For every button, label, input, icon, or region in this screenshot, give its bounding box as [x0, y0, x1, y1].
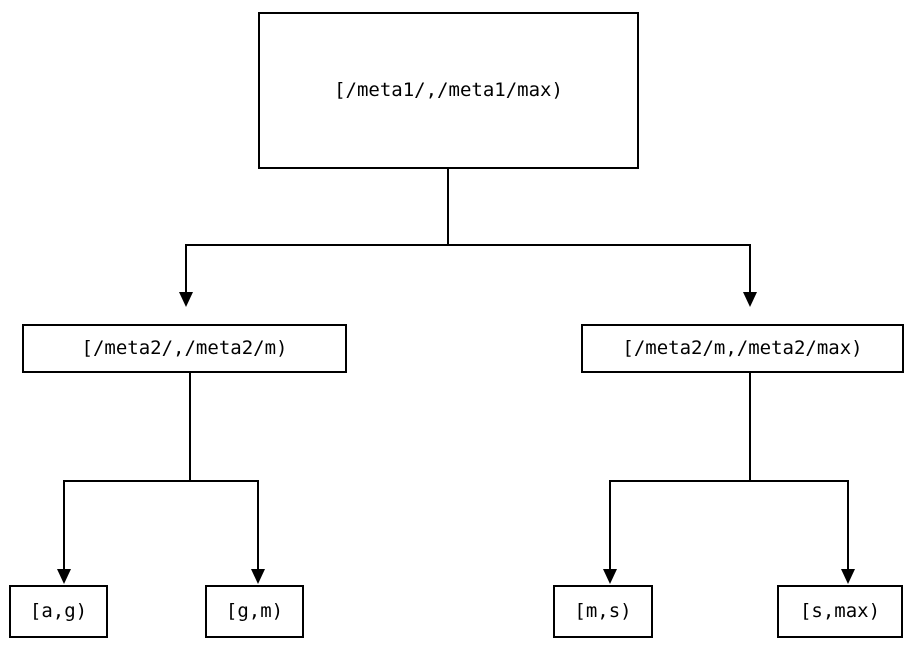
- arrowhead-icon: [179, 292, 193, 307]
- node-leaf-smax[interactable]: [s,max): [777, 585, 903, 638]
- arrowhead-icon: [57, 569, 71, 584]
- arrowhead-icon: [743, 292, 757, 307]
- node-root-label: [/meta1/,/meta1/max): [334, 79, 563, 101]
- edge-mid-left-to-leaf-ag: [57, 373, 191, 584]
- node-leaf-ms[interactable]: [m,s): [553, 585, 653, 638]
- node-leaf-ag[interactable]: [a,g): [9, 585, 108, 638]
- node-leaf-ms-label: [m,s): [574, 600, 632, 622]
- node-mid-right[interactable]: [/meta2/m,/meta2/max): [581, 324, 904, 373]
- node-mid-left-label: [/meta2/,/meta2/m): [81, 337, 288, 359]
- arrowhead-icon: [251, 569, 265, 584]
- arrowhead-icon: [603, 569, 617, 584]
- node-leaf-ag-label: [a,g): [29, 600, 88, 622]
- edge-root-to-mid-right: [447, 169, 757, 307]
- edge-root-to-mid-left: [179, 169, 449, 307]
- arrowhead-icon: [841, 569, 855, 584]
- node-mid-left[interactable]: [/meta2/,/meta2/m): [22, 324, 347, 373]
- node-leaf-smax-label: [s,max): [799, 600, 881, 622]
- node-leaf-gm-label: [g,m): [225, 600, 284, 622]
- node-leaf-gm[interactable]: [g,m): [205, 585, 304, 638]
- node-root[interactable]: [/meta1/,/meta1/max): [258, 12, 639, 169]
- node-mid-right-label: [/meta2/m,/meta2/max): [622, 337, 863, 359]
- edge-mid-right-to-leaf-ms: [603, 373, 751, 584]
- edge-mid-right-to-leaf-smax: [749, 373, 855, 584]
- edge-mid-left-to-leaf-gm: [189, 373, 265, 584]
